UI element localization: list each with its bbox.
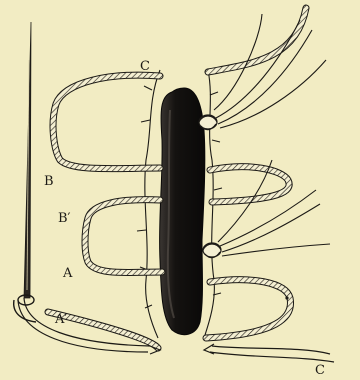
label-b-prime: B′: [58, 211, 71, 226]
knot-upper: [199, 115, 217, 130]
label-c-bottom: C: [315, 363, 325, 378]
label-a-prime: A′: [54, 312, 67, 327]
label-a: A: [62, 266, 73, 281]
thread-tails: [214, 14, 330, 256]
label-b: B: [44, 174, 54, 189]
dot-mark: [285, 296, 288, 299]
wound: [160, 88, 205, 335]
label-c-top: C: [140, 59, 150, 74]
knot-lower: [203, 243, 221, 258]
thread-loops-right: [206, 8, 306, 338]
needle: [14, 22, 36, 322]
